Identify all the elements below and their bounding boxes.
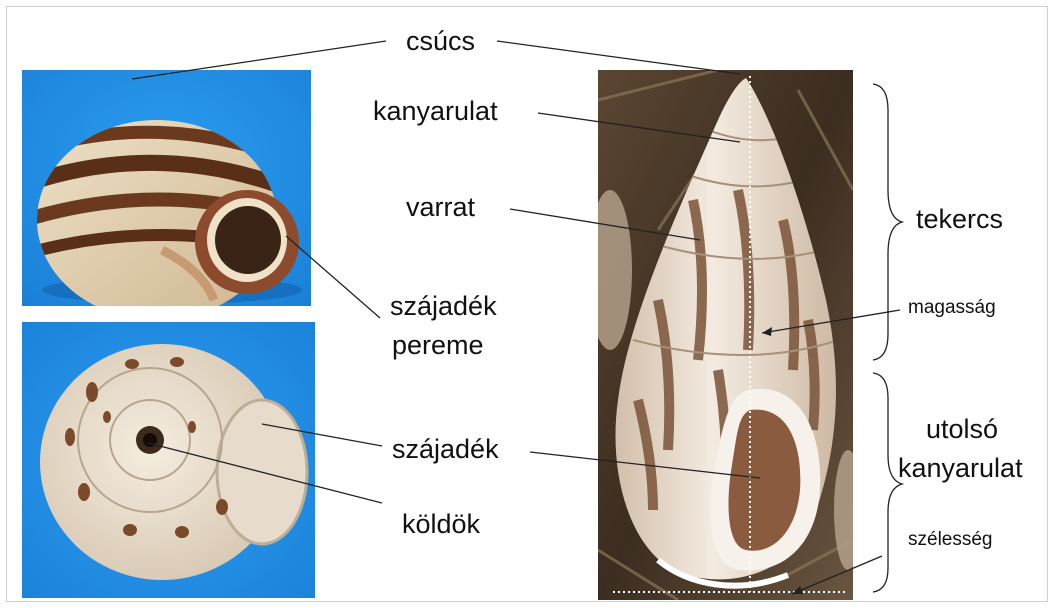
shell-umbilical-view-drawing xyxy=(22,322,315,598)
shell-side-view-photo xyxy=(22,70,311,306)
shell-umbilical-view-photo xyxy=(22,322,315,598)
aperture-label: szájadék xyxy=(392,436,499,463)
body-whorl-label-line1: utolsó xyxy=(926,416,998,443)
spire-label: tekercs xyxy=(916,206,1003,233)
aperture-lip-label-line1: szájadék xyxy=(390,293,497,320)
umbilicus-label: köldök xyxy=(402,511,480,538)
elongated-shell-drawing xyxy=(598,70,853,600)
height-label: magasság xyxy=(908,298,996,317)
body-whorl-label-line2: kanyarulat xyxy=(898,455,1023,482)
suture-label: varrat xyxy=(406,194,475,221)
whorl-label: kanyarulat xyxy=(373,98,498,125)
width-label: szélesség xyxy=(908,530,993,549)
elongated-shell-photo xyxy=(598,70,853,600)
apex-label: csúcs xyxy=(406,28,475,55)
shell-side-view-drawing xyxy=(22,70,311,306)
aperture-lip-label-line2: pereme xyxy=(392,332,484,359)
